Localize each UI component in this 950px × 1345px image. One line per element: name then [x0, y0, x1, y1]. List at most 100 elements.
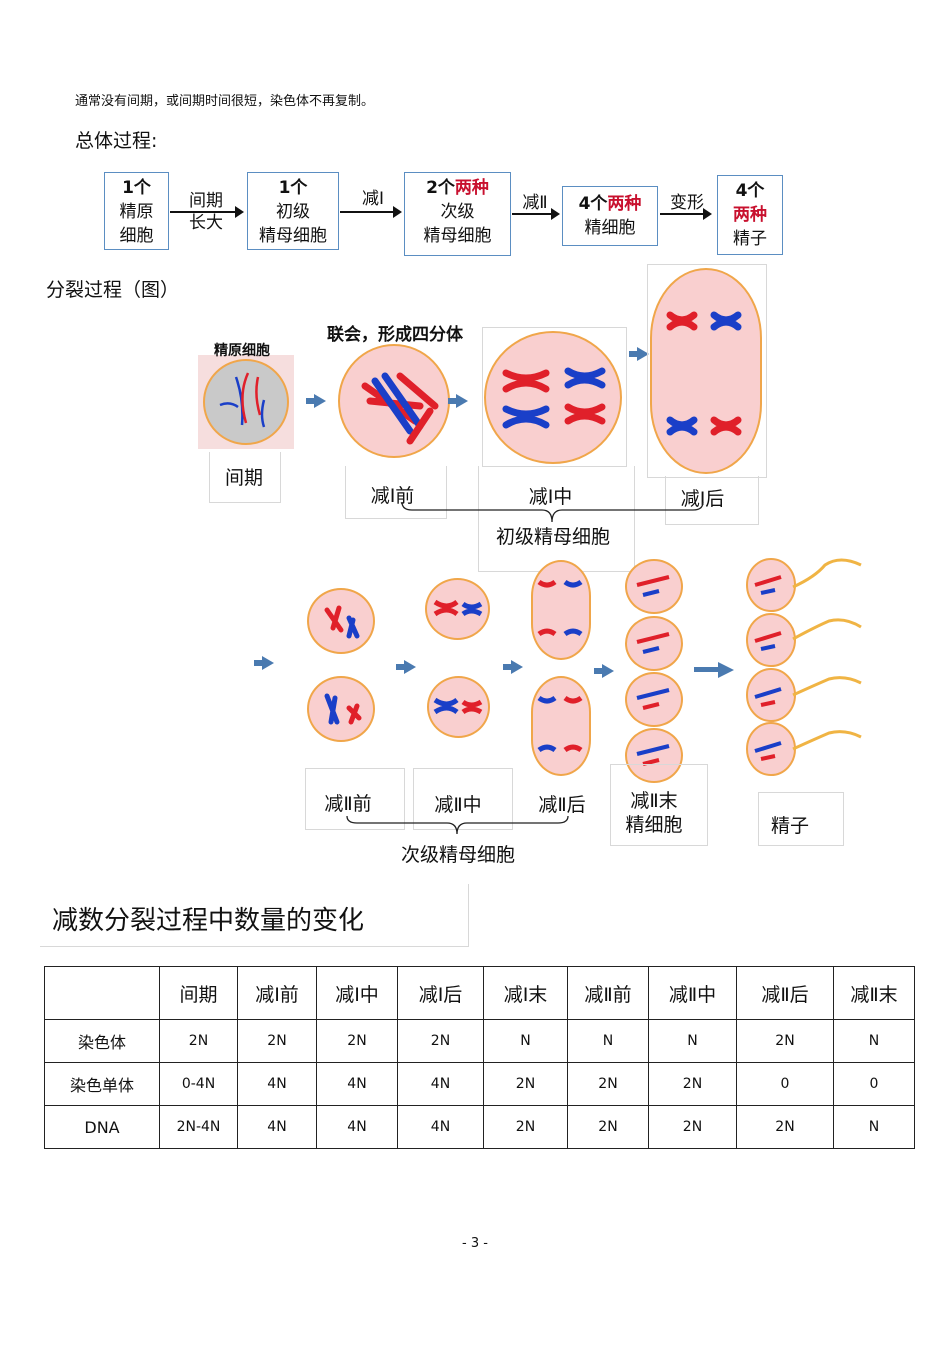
frame-anaphase-1 — [647, 264, 767, 478]
flow-arrow-text: 长大 — [189, 213, 223, 233]
table-cell: 4N — [397, 1062, 484, 1106]
stage-label: 减Ⅱ末 — [630, 790, 678, 812]
flow-box-line: 精母细胞 — [423, 226, 492, 246]
flow-box-kinds: 两种 — [607, 194, 642, 214]
flow-box-secondary: 2个两种 次级 精母细胞 — [404, 172, 511, 256]
table-row: 染色体 2N 2N 2N 2N N N N 2N N — [44, 1019, 915, 1063]
bracket-primary — [401, 501, 704, 523]
table-cell: 2N — [237, 1019, 317, 1063]
spermatogonium-label: 精原细胞 — [214, 343, 270, 359]
frame-line — [610, 764, 708, 846]
flow-box-primary: 1个 初级 精母细胞 — [247, 172, 339, 250]
header-cell: 减Ⅱ末 — [833, 966, 915, 1020]
table-cell: 2N — [483, 1062, 568, 1106]
table-cell: 2N — [316, 1019, 398, 1063]
flow-arrow — [340, 206, 402, 218]
table-cell: 4N — [316, 1105, 398, 1149]
table-row: 染色单体 0-4N 4N 4N 4N 2N 2N 2N 0 0 — [44, 1062, 915, 1106]
header-cell: 减Ⅰ后 — [397, 966, 484, 1020]
stage-label: 减Ⅰ中 — [528, 486, 573, 508]
spermatid-1-svg — [636, 575, 670, 597]
spermatid-2-svg — [636, 632, 670, 654]
sperm-1 — [746, 558, 862, 612]
group-label-primary: 初级精母细胞 — [495, 526, 610, 548]
cell-prophase-2a — [307, 588, 375, 654]
table-cell: 2N — [736, 1019, 834, 1063]
frame-line — [665, 476, 759, 525]
stage-label: 减Ⅰ后 — [680, 488, 725, 510]
note-text: 通常没有间期，或间期时间很短，染色体不再复制。 — [75, 94, 375, 109]
table-cell: N — [833, 1019, 915, 1063]
flow-arrow-label: 间期 长大 — [178, 190, 234, 234]
header-cell — [44, 966, 160, 1020]
table-cell: 2N — [159, 1019, 238, 1063]
header-cell: 减Ⅱ中 — [648, 966, 737, 1020]
flow-box-count: 1个 — [278, 178, 308, 198]
frame-line — [305, 768, 405, 830]
row-label: DNA — [44, 1105, 160, 1149]
table-cell: 2N — [736, 1105, 834, 1149]
split-heading: 分裂过程（图） — [46, 279, 180, 301]
flow-box-line: 精母细胞 — [259, 226, 327, 246]
bracket-secondary — [346, 815, 569, 835]
transform-arrow-icon — [694, 667, 720, 672]
chromosomes-prophase-2b — [324, 693, 362, 725]
chromosomes-metaphase-2b — [433, 697, 483, 715]
row-label: 染色单体 — [44, 1062, 160, 1106]
header-cell: 减Ⅰ中 — [316, 966, 398, 1020]
flow-arrow — [512, 208, 560, 220]
step-arrow-icon — [503, 660, 523, 674]
spermatid-4-svg — [636, 744, 670, 766]
flow-box-line: 精子 — [733, 229, 767, 249]
cell-metaphase-1 — [484, 331, 622, 464]
table-cell: 0 — [736, 1062, 834, 1106]
spermatid-4 — [625, 728, 683, 783]
cell-prophase-1 — [338, 344, 450, 458]
flow-box-spermatid: 4个两种 精细胞 — [562, 186, 658, 246]
step-arrow-icon — [396, 660, 416, 674]
flow-arrow-label: 减Ⅱ — [522, 193, 548, 213]
overall-heading: 总体过程: — [75, 130, 158, 152]
flow-arrow-label: 变形 — [670, 193, 704, 213]
table-heading: 减数分裂过程中数量的变化 — [52, 906, 365, 936]
stage-label: 减Ⅱ中 — [434, 794, 482, 816]
sperm-3 — [746, 668, 862, 722]
table-cell: 2N — [567, 1062, 649, 1106]
frame-line — [345, 466, 447, 519]
page-number: - 3 - — [462, 1236, 488, 1251]
flow-box-line: 精原 — [119, 202, 154, 222]
stage-label: 减Ⅱ后 — [538, 794, 586, 816]
flow-box-line: 次级 — [440, 202, 475, 222]
stage-label: 减Ⅱ前 — [324, 793, 372, 815]
table-cell: 4N — [316, 1062, 398, 1106]
spermatogonium-svg — [203, 359, 289, 445]
header-cell: 减Ⅱ后 — [736, 966, 834, 1020]
frame-metaphase-1 — [482, 327, 627, 467]
cell-anaphase-2b — [531, 676, 591, 776]
table-cell: 0-4N — [159, 1062, 238, 1106]
cell-metaphase-2a — [425, 578, 490, 640]
sperm-2 — [746, 613, 862, 667]
flow-arrow — [170, 206, 244, 218]
flow-box-line: 精细胞 — [584, 218, 636, 238]
table-cell: N — [567, 1019, 649, 1063]
table-cell: N — [483, 1019, 568, 1063]
cell-anaphase-2a — [531, 560, 591, 660]
table-cell: 2N — [648, 1105, 737, 1149]
header-cell: 减Ⅰ前 — [237, 966, 317, 1020]
table-cell: 2N-4N — [159, 1105, 238, 1149]
table-cell: 2N — [397, 1019, 484, 1063]
sperm-4 — [746, 722, 862, 776]
chromosomes-anaphase-2a — [537, 579, 583, 637]
spermatid-3-svg — [636, 688, 670, 710]
frame-line — [209, 452, 281, 503]
header-cell: 间期 — [159, 966, 238, 1020]
flow-box-count: 4个 — [578, 194, 608, 214]
stage-label: 精子 — [770, 815, 809, 837]
step-arrow-icon — [594, 664, 614, 678]
table-cell: 2N — [567, 1105, 649, 1149]
header-cell: 减Ⅱ前 — [567, 966, 649, 1020]
chromosomes-metaphase-2a — [433, 599, 483, 617]
table-cell: 0 — [833, 1062, 915, 1106]
flow-box-count: 1个 — [122, 178, 151, 198]
